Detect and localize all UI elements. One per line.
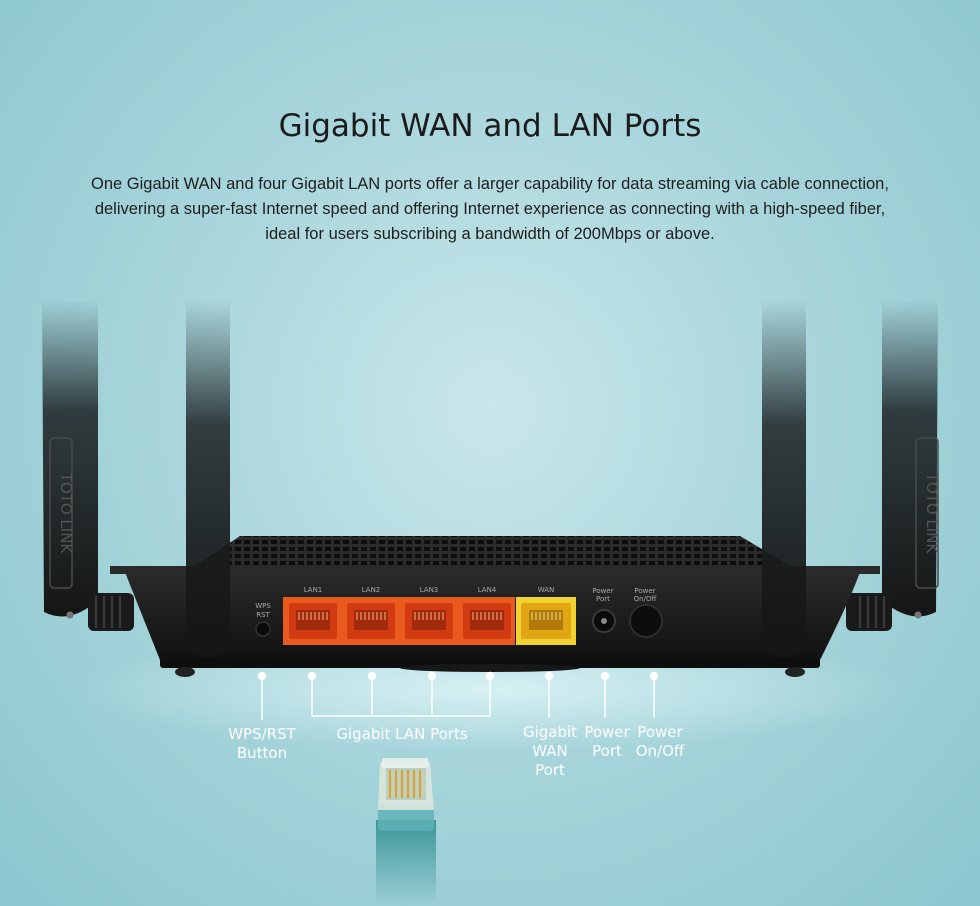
power-port[interactable]: Power Port — [592, 587, 616, 633]
wps-rst-button[interactable]: WPS RST — [255, 602, 271, 637]
antenna-hinges — [88, 593, 892, 631]
power-switch-small-label-1: Power — [634, 587, 655, 595]
callout-wps-rst-button: WPS/RST Button — [228, 725, 296, 762]
power-switch[interactable]: Power On/Off — [629, 587, 663, 638]
callout-gigabit-lan-ports: Gigabit LAN Ports — [336, 725, 468, 743]
callout-lines — [257, 671, 659, 720]
antenna-right-outer: TOTO LINK — [882, 300, 941, 619]
page-title: Gigabit WAN and LAN Ports — [278, 108, 702, 144]
lan1-small-label: LAN1 — [304, 586, 323, 594]
lan2-small-label: LAN2 — [362, 586, 381, 594]
description-line-2: delivering a super-fast Internet speed a… — [94, 200, 886, 218]
router-feet — [175, 664, 805, 677]
lan-ports: LAN1 LAN2 LAN3 LAN4 — [283, 586, 515, 645]
callout-power-switch: Power On/Off — [635, 723, 685, 760]
lan4-small-label: LAN4 — [478, 586, 497, 594]
description-line-3: ideal for users subscribing a bandwidth … — [265, 225, 715, 243]
description-line-1: One Gigabit WAN and four Gigabit LAN por… — [91, 175, 889, 193]
wan-small-label: WAN — [538, 586, 555, 594]
power-port-small-label-2: Port — [596, 595, 610, 603]
antenna-left-outer: TOTO LINK — [42, 300, 98, 619]
antenna-right-inner — [762, 300, 806, 657]
wps-small-label: WPS — [255, 602, 271, 610]
antenna-brand-left: TOTO LINK — [57, 472, 75, 555]
antenna-brand-right: TOTO LINK — [923, 472, 941, 555]
callout-gigabit-wan-port: Gigabit WAN Port — [522, 723, 578, 779]
antenna-left-inner — [186, 300, 230, 657]
feature-description: One Gigabit WAN and four Gigabit LAN por… — [40, 172, 940, 247]
lan3-small-label: LAN3 — [420, 586, 439, 594]
rst-small-label: RST — [256, 611, 270, 619]
wan-port[interactable]: WAN — [516, 586, 576, 645]
ethernet-cable — [376, 758, 436, 906]
callout-power-port: Power Port — [584, 723, 630, 760]
power-switch-small-label-2: On/Off — [634, 595, 657, 603]
power-port-small-label-1: Power — [592, 587, 613, 595]
